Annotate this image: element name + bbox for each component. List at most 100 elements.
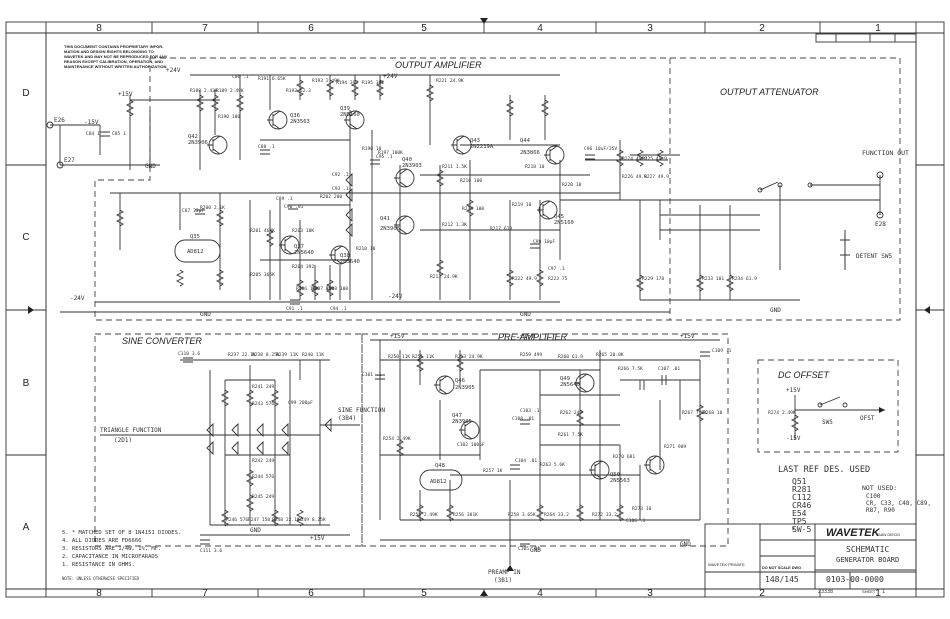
rail-label: -24V (388, 293, 403, 300)
diode-icon (281, 440, 289, 456)
component-label: R243 576 (252, 401, 274, 407)
not-used-title: NOT USED: (862, 484, 897, 492)
component-label: C99 200pF (288, 400, 313, 406)
component-label: C106 .1 (626, 518, 646, 524)
col-label: 4 (537, 588, 543, 599)
not-used-item: R87, R90 (866, 507, 895, 514)
transistor-label: Q49 (560, 376, 570, 382)
col-label: 8 (96, 588, 102, 599)
component-label: C92 .1 (332, 172, 349, 178)
component-label: C101 .1 (362, 372, 382, 378)
rail-label: +15V (520, 333, 535, 340)
component-label: R238 8.25K (252, 352, 280, 358)
component-label: C96 10uF/35V (584, 146, 617, 152)
col-label: 4 (537, 23, 543, 34)
rail-label: -24V (70, 295, 85, 302)
component-label: C86 .1 (232, 74, 249, 80)
component-label: R273 10 (632, 506, 652, 512)
title-line-2: GENERATOR BOARD (836, 556, 899, 564)
component-label: R246 576 (226, 517, 248, 523)
transistor-part: 2N3906 (380, 226, 400, 232)
col-label: 1 (875, 23, 881, 34)
component-label: C110 3.6 (178, 351, 200, 357)
rail-label: GND (145, 163, 156, 170)
pre-amplifier-title: PRE-AMPLIFIER (498, 332, 568, 342)
transistor-q38: Q38 2N5640 (329, 245, 360, 265)
component-label: R258 3.65K (508, 512, 536, 518)
col-label: 7 (202, 588, 208, 599)
transistor-label: Q48 (435, 463, 445, 469)
diode-ladder (206, 172, 353, 456)
component-label: R211 1.5K (442, 164, 467, 170)
row-label: D (22, 88, 29, 99)
e26-label: E26 (54, 117, 65, 124)
transistor-part: 2N3866 (520, 150, 540, 156)
transistor-q48: Q48 AD812 (419, 463, 463, 491)
component-label: R224 49.9 (622, 156, 647, 162)
component-label: R266 7.5K (618, 366, 643, 372)
component-label: R242 249 (252, 458, 274, 464)
column-labels-bottom: 8 7 6 5 4 3 2 1 (96, 588, 881, 599)
column-labels-top: 8 7 6 5 4 3 2 1 (96, 23, 881, 34)
title-line-1: SCHEMATIC (846, 545, 890, 554)
transistor-part: 2N2219A (470, 144, 494, 150)
transistor-q39: Q39 2N5160 (340, 106, 365, 130)
col-label: 2 (759, 23, 765, 34)
component-label: R212 1.3K (442, 222, 467, 228)
col-label: 8 (96, 23, 102, 34)
last-ref-block: LAST REF DES. USED Q51 R281 C112 CR46 E5… (778, 465, 931, 534)
component-label: C102 100pF (457, 442, 485, 448)
component-label: R263 5.6K (540, 462, 565, 468)
company-logo: WAVETEK (826, 527, 881, 539)
diode-icon (345, 222, 353, 238)
component-label: R249 8.25K (298, 517, 326, 523)
bnc-output-icon (876, 171, 884, 179)
capacitor-symbols (100, 131, 710, 545)
rail-label: +15V (680, 333, 695, 340)
component-label: R208 100 (326, 286, 348, 292)
notes-footer: NOTE: UNLESS OTHERWISE SPECIFIED (62, 576, 140, 581)
component-label: C94 .1 (330, 306, 347, 312)
last-ref-item: E54 (792, 509, 807, 518)
transistor-q36: Q36 2N3563 (267, 110, 310, 130)
component-label: R264 33.2 (544, 512, 569, 518)
last-ref-item: CR46 (792, 501, 811, 510)
component-label: C107 .01 (658, 366, 680, 372)
capacitor-labels: C84 1 C85 1 C86 .1 C87 22pF C88 .1 C89 .… (86, 74, 732, 554)
terminal-icon (876, 211, 884, 219)
component-label: R226 49.9 (622, 174, 647, 180)
component-label: R201 464K (250, 228, 275, 234)
drawn-by: WAVETEK PRIVATE (708, 562, 745, 567)
connectors: E26 E27 FUNCTION OUT E28 DETENT SW5 TRIA… (46, 117, 909, 584)
output-attenuator-wiring (619, 140, 881, 301)
diode-icon (345, 207, 353, 223)
notes-block: 5. * MATCHED SET OF 8 1N4151 DIODES. 4. … (62, 530, 181, 581)
last-ref-title: LAST REF DES. USED (778, 465, 870, 475)
row-label: B (23, 378, 30, 389)
last-ref-item: SW-5 (792, 525, 811, 534)
transistor-part: 2N5160 (554, 220, 574, 226)
diode-icon (345, 187, 353, 203)
transistor-label: Q38 (340, 253, 350, 259)
component-label: R247 150 (248, 517, 270, 523)
transistor-part: 2N5640 (560, 382, 580, 388)
transistor-q45: Q45 2N5160 (537, 200, 574, 226)
last-ref-item: C112 (792, 493, 811, 502)
transistor-label: Q41 (380, 216, 390, 222)
transistor-label: Q37 (294, 244, 304, 250)
component-label: R257 1K (483, 468, 503, 474)
component-label: R188 2.43K (190, 88, 218, 94)
transistor-label: Q47 (452, 413, 462, 419)
transistor-label: Q42 (188, 134, 198, 140)
rail-label: GND (530, 547, 541, 554)
terminal-icon (56, 161, 64, 169)
section-boundaries (94, 57, 901, 547)
rail-label: +15V (310, 535, 325, 542)
component-label: R196 10 (362, 146, 382, 152)
col-label: 6 (308, 588, 314, 599)
rail-labels: +24V +15V -15V +24V GND -24V -24V GND GN… (70, 67, 801, 554)
component-label: R234 61.9 (732, 276, 757, 282)
component-label: C87 22pF (182, 208, 204, 214)
component-label: C88 .1 (258, 144, 275, 150)
transistor-label: Q45 (554, 214, 564, 220)
